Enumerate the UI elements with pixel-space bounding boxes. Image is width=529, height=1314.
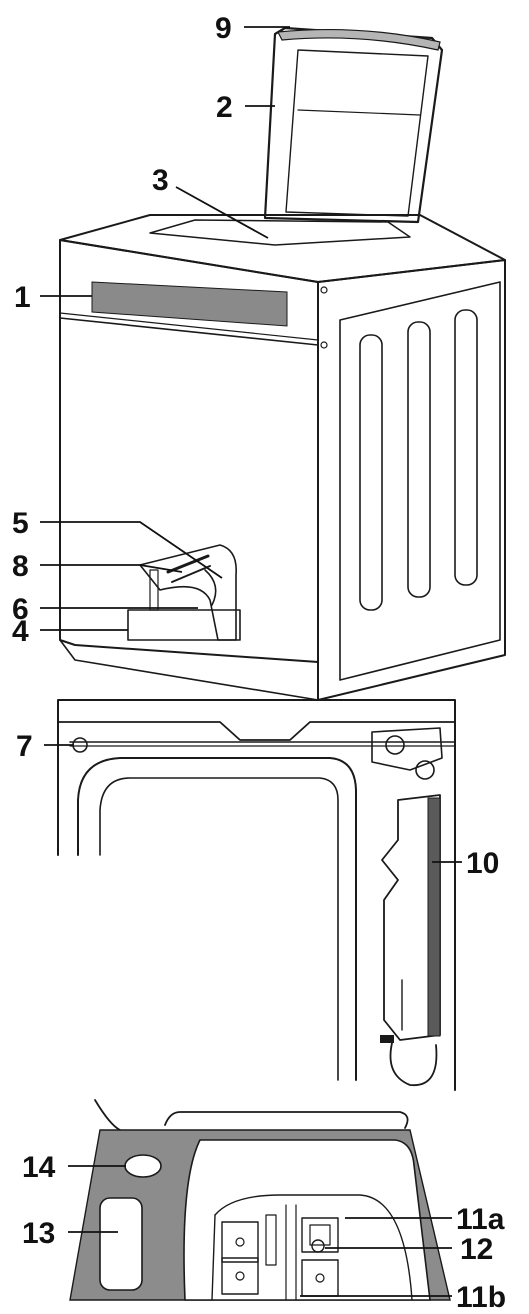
- base-top-curve-2: [164, 1111, 409, 1129]
- machine-body-view: [59, 26, 506, 701]
- callout-10: 10: [466, 847, 499, 880]
- callout-6: 6: [12, 593, 29, 626]
- lid-handle: [277, 28, 441, 51]
- lid-inner-line: [297, 109, 421, 116]
- callout-7: 7: [16, 730, 33, 763]
- callout-5: 5: [12, 507, 29, 540]
- callout-9: 9: [215, 12, 232, 45]
- side-ribs: [359, 309, 478, 611]
- connection-box: [380, 794, 441, 1086]
- callout-2: 2: [216, 91, 233, 124]
- leader-5: [40, 521, 223, 579]
- leader-8: [40, 564, 183, 573]
- recess-pads: [221, 1217, 339, 1297]
- callout-1: 1: [14, 281, 31, 314]
- callout-3: 3: [152, 164, 169, 197]
- rear-plug-7: [72, 737, 88, 753]
- callout-8: 8: [12, 550, 29, 583]
- callout-11b: 11b: [456, 1281, 506, 1314]
- control-strip-line: [59, 317, 319, 346]
- rear-view: [57, 699, 456, 1091]
- callout-13: 13: [22, 1217, 55, 1250]
- control-strip-line-2: [59, 312, 319, 341]
- base-plug-14: [124, 1154, 162, 1178]
- recess-inner-left: [211, 1214, 216, 1301]
- front-panel: [59, 239, 319, 663]
- base-recess: [183, 1139, 431, 1301]
- side-screw: [320, 341, 328, 349]
- lid-inner-frame: [285, 49, 429, 217]
- rear-pump: [371, 727, 443, 780]
- base-line: [59, 639, 319, 701]
- drum-outline: [77, 757, 357, 1081]
- rear-frame-top: [57, 699, 456, 723]
- drum-outline-inner: [99, 777, 339, 1081]
- pump-access: [127, 544, 241, 641]
- callout-12: 12: [460, 1233, 493, 1266]
- leader-3: [175, 186, 269, 239]
- side-recess: [339, 281, 501, 681]
- rear-rail: [57, 721, 456, 741]
- side-screw: [320, 286, 328, 294]
- top-surface: [59, 214, 506, 283]
- callout-11a: 11a: [456, 1203, 505, 1236]
- side-panel: [317, 259, 506, 701]
- callout-4: 4: [12, 615, 29, 648]
- base-slot-13: [99, 1197, 143, 1291]
- control-panel-display: [91, 281, 288, 327]
- top-opening: [149, 219, 411, 246]
- leader-lines: [40, 26, 462, 1297]
- recess-inner: [214, 1194, 413, 1301]
- lid: [263, 26, 444, 224]
- callout-14: 14: [22, 1151, 56, 1184]
- recess-bar: [265, 1214, 277, 1266]
- base-view: [69, 1099, 451, 1301]
- base-top-curve: [94, 1099, 121, 1131]
- callout-labels: 9 2 3 1 5 8 6 4 7 10 14 13 11a 12 11b: [12, 12, 506, 1314]
